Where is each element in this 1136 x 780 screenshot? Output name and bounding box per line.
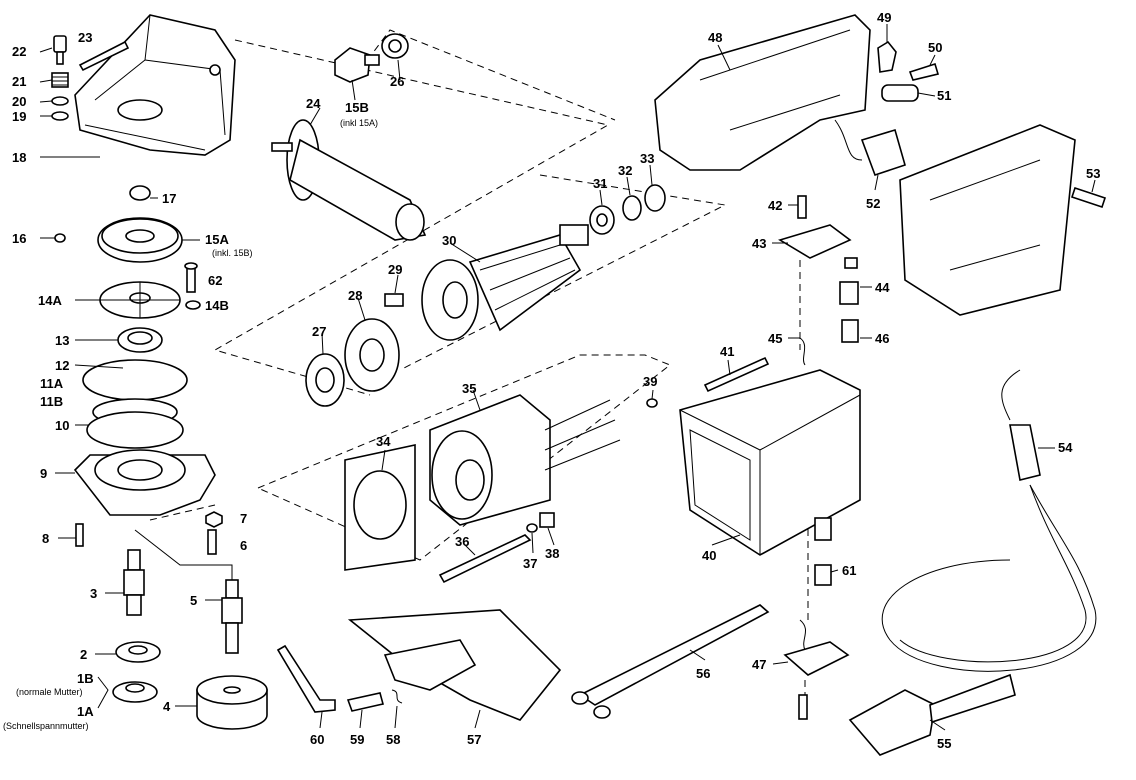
label-29: 29 [388,262,402,277]
label-16: 16 [12,231,26,246]
label-60: 60 [310,732,324,747]
gear-stack [54,185,223,555]
label-20: 20 [12,94,26,109]
label-58: 58 [386,732,400,747]
label-7: 7 [240,511,247,526]
sub-notes: (inkl 15A) (inkl. 15B) (normale Mutter) … [3,118,378,731]
label-62: 62 [208,273,222,288]
note-schnellspannmutter: (Schnellspannmutter) [3,721,89,731]
label-2: 2 [80,647,87,662]
label-45: 44 [875,280,890,295]
label-30: 30 [442,233,456,248]
label-18: 18 [12,150,26,165]
label-5: 5 [190,593,197,608]
label-17: 17 [162,191,176,206]
label-61: 61 [842,563,856,578]
label-4: 4 [163,699,171,714]
label-14b: 14B [205,298,229,313]
label-32: 32 [618,163,632,178]
label-3: 3 [90,586,97,601]
label-46: 46 [875,331,889,346]
label-26: 26 [390,74,404,89]
label-9: 9 [40,466,47,481]
label-23: 23 [78,30,92,45]
label-52: 52 [866,196,880,211]
note-inkl-15a: (inkl 15A) [340,118,378,128]
label-36: 36 [455,534,469,549]
label-22: 22 [12,44,26,59]
label-47: 47 [752,657,766,672]
label-37: 37 [523,556,537,571]
label-19: 19 [12,109,26,124]
label-48: 48 [708,30,722,45]
motor-housing [679,356,861,556]
armature [305,184,666,407]
label-38: 38 [545,546,559,561]
label-56: 56 [696,666,710,681]
label-1a: 1A [77,704,94,719]
label-13: 13 [55,333,69,348]
label-21: 21 [12,74,26,89]
label-57: 57 [467,732,481,747]
gear-head-housing [74,14,236,156]
label-8: 8 [42,531,49,546]
label-44: 45 [768,331,782,346]
power-cord [848,369,1097,756]
spindles-and-nuts [112,529,268,730]
label-1b: 1B [77,671,94,686]
part-number-labels: 22 23 21 20 19 18 17 16 15A 62 14A 14B 1… [12,10,1100,751]
label-24: 24 [306,96,321,111]
label-15b: 15B [345,100,369,115]
label-34: 34 [376,434,391,449]
label-51: 51 [937,88,951,103]
label-15a: 15A [205,232,229,247]
label-33: 33 [640,151,654,166]
rear-handle [654,14,1107,316]
label-12: 12 [55,358,69,373]
label-54: 54 [1058,440,1073,455]
label-14a: 14A [38,293,62,308]
label-59: 59 [350,732,364,747]
label-11b: 11B [40,394,63,409]
side-handle [271,33,427,241]
label-49: 49 [877,10,891,25]
label-40: 40 [702,548,716,563]
label-10: 10 [55,418,69,433]
label-43: 43 [752,236,766,251]
note-inkl-15b: (inkl. 15B) [212,248,253,258]
label-41: 41 [720,344,734,359]
label-28: 28 [348,288,362,303]
label-42: 42 [768,198,782,213]
label-55: 55 [937,736,951,751]
label-39: 39 [643,374,657,389]
label-11a: 11A [40,376,64,391]
leader-lines [39,24,1096,731]
note-normale-mutter: (normale Mutter) [16,687,83,697]
tools-and-guard [276,604,770,721]
brush-parts [778,195,859,720]
label-53: 53 [1086,166,1100,181]
label-35: 35 [462,381,476,396]
label-31: 31 [593,176,607,191]
label-27: 27 [312,324,326,339]
label-50: 50 [928,40,942,55]
label-6: 6 [240,538,247,553]
field-winding [344,394,658,584]
